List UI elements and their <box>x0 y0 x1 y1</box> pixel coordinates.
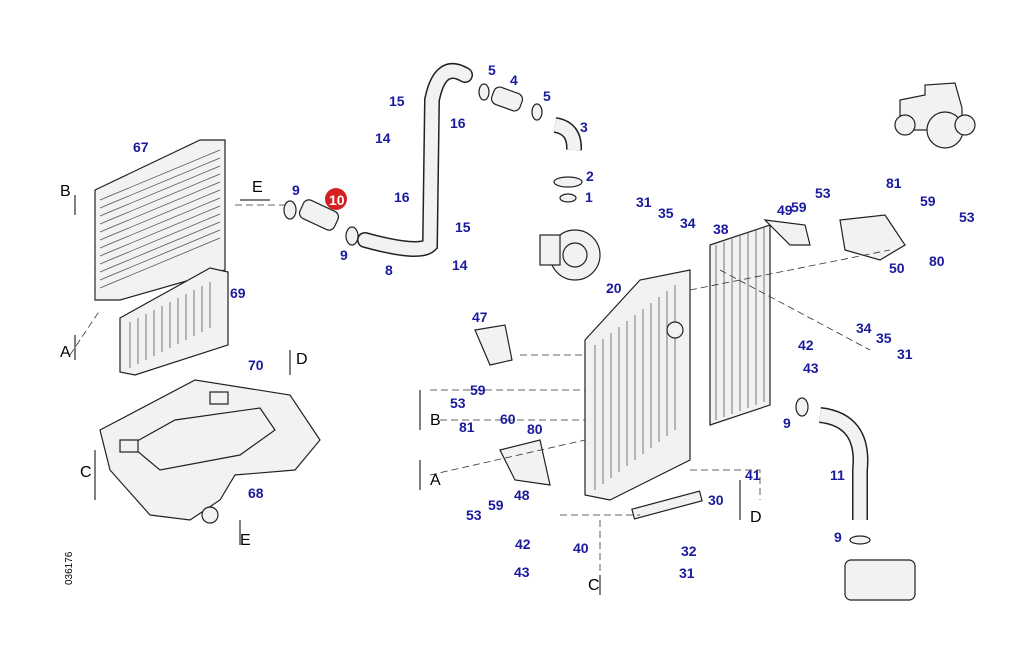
drawing-number: 036176 <box>64 551 75 585</box>
fin-line <box>99 197 221 249</box>
arrow-letter-d: D <box>296 351 308 368</box>
callout-10-highlighted[interactable]: 10 <box>329 192 345 208</box>
radiator-drawing <box>584 269 691 501</box>
callout-label[interactable]: 34 <box>680 215 696 231</box>
callout-label[interactable]: 32 <box>681 543 697 559</box>
callout-label[interactable]: 35 <box>876 330 892 346</box>
fin-line <box>99 189 221 241</box>
arrow-letter-d: D <box>750 509 762 526</box>
callout-label[interactable]: 68 <box>248 485 264 501</box>
callout-label[interactable]: 81 <box>459 419 475 435</box>
brackets-drawing <box>474 214 906 520</box>
callout-label[interactable]: 81 <box>886 175 902 191</box>
callout-label[interactable]: 1 <box>585 189 593 205</box>
arrow-letter-c: C <box>588 577 600 594</box>
highlight-marker[interactable] <box>325 188 347 210</box>
callout-label[interactable]: 14 <box>375 130 391 146</box>
callout-label[interactable]: 34 <box>856 320 872 336</box>
callout-label[interactable]: 41 <box>745 467 761 483</box>
callout-label[interactable]: 11 <box>830 467 845 483</box>
callout-label[interactable]: 31 <box>897 346 913 362</box>
callout-label[interactable]: 15 <box>389 93 405 109</box>
callout-label[interactable]: 42 <box>515 536 531 552</box>
callout-label[interactable]: 35 <box>658 205 674 221</box>
callout-label[interactable]: 5 <box>543 88 551 104</box>
secondary-radiator-drawing <box>709 224 771 426</box>
arrow-letter-c: C <box>80 464 92 481</box>
callout-label[interactable]: 14 <box>452 257 468 273</box>
callout-label[interactable]: 3 <box>580 119 588 135</box>
callout-label[interactable]: 70 <box>248 357 264 373</box>
arrow-letter-a: A <box>60 344 71 361</box>
callout-label[interactable]: 80 <box>929 253 945 269</box>
callout-label[interactable]: 9 <box>834 529 842 545</box>
callout-label[interactable]: 16 <box>450 115 466 131</box>
fin-line <box>99 149 221 201</box>
fin-line <box>99 213 221 265</box>
callout-label[interactable]: 50 <box>889 260 905 276</box>
callout-label[interactable]: 59 <box>470 382 486 398</box>
callout-label[interactable]: 49 <box>777 202 793 218</box>
callout-label[interactable]: 5 <box>488 62 496 78</box>
tractor-icon <box>894 82 976 149</box>
leader-lines <box>69 204 891 575</box>
callout-label[interactable]: 53 <box>450 395 466 411</box>
fin-line <box>99 173 221 225</box>
callout-label[interactable]: 42 <box>798 337 814 353</box>
fin-line <box>99 229 221 281</box>
callout-label[interactable]: 31 <box>679 565 695 581</box>
callout-label[interactable]: 9 <box>292 182 300 198</box>
callout-label[interactable]: 31 <box>636 194 652 210</box>
callout-label[interactable]: 53 <box>815 185 831 201</box>
callout-label[interactable]: 53 <box>466 507 482 523</box>
callout-label[interactable]: 30 <box>708 492 724 508</box>
mounting-frame-drawing <box>99 379 321 524</box>
arrow-letter-labels: B A E D C E B A D C <box>60 179 762 594</box>
turbocharger-drawing <box>539 229 601 281</box>
arrow-letter-e: E <box>252 179 263 196</box>
fin-line <box>99 237 221 289</box>
arrow-letter-b: B <box>430 412 441 429</box>
callout-label[interactable]: 80 <box>527 421 543 437</box>
lower-hose-drawing <box>795 397 916 601</box>
callout-label[interactable]: 40 <box>573 540 589 556</box>
callout-label[interactable]: 2 <box>586 168 594 184</box>
arrow-markers <box>74 195 741 595</box>
fin-line <box>99 181 221 233</box>
callout-label[interactable]: 43 <box>803 360 819 376</box>
callout-label[interactable]: 59 <box>488 497 504 513</box>
callout-label[interactable]: 67 <box>133 139 149 155</box>
callout-label[interactable]: 38 <box>713 221 729 237</box>
callout-label[interactable]: 43 <box>514 564 530 580</box>
callout-label[interactable]: 59 <box>791 199 807 215</box>
callout-label[interactable]: 15 <box>455 219 471 235</box>
oil-cooler-drawing <box>119 267 229 376</box>
callout-label[interactable]: 9 <box>783 415 791 431</box>
fin-line <box>99 165 221 217</box>
arrow-letter-e: E <box>240 532 251 549</box>
callout-label[interactable]: 48 <box>514 487 530 503</box>
fin-line <box>99 205 221 257</box>
callout-label[interactable]: 4 <box>510 72 518 88</box>
callout-label[interactable]: 8 <box>385 262 393 278</box>
callout-label[interactable]: 20 <box>606 280 622 296</box>
charge-air-pipe-drawing <box>283 62 583 257</box>
callout-label[interactable]: 16 <box>394 189 410 205</box>
callout-label[interactable]: 53 <box>959 209 975 225</box>
callout-label[interactable]: 59 <box>920 193 936 209</box>
condenser-drawing <box>94 139 226 301</box>
callout-label[interactable]: 9 <box>340 247 348 263</box>
callout-label[interactable]: 69 <box>230 285 246 301</box>
callout-label[interactable]: 60 <box>500 411 516 427</box>
arrow-letter-b: B <box>60 183 71 200</box>
fin-line <box>99 157 221 209</box>
fin-line <box>99 221 221 273</box>
callout-label[interactable]: 47 <box>472 309 488 325</box>
arrow-letter-a: A <box>430 472 441 489</box>
